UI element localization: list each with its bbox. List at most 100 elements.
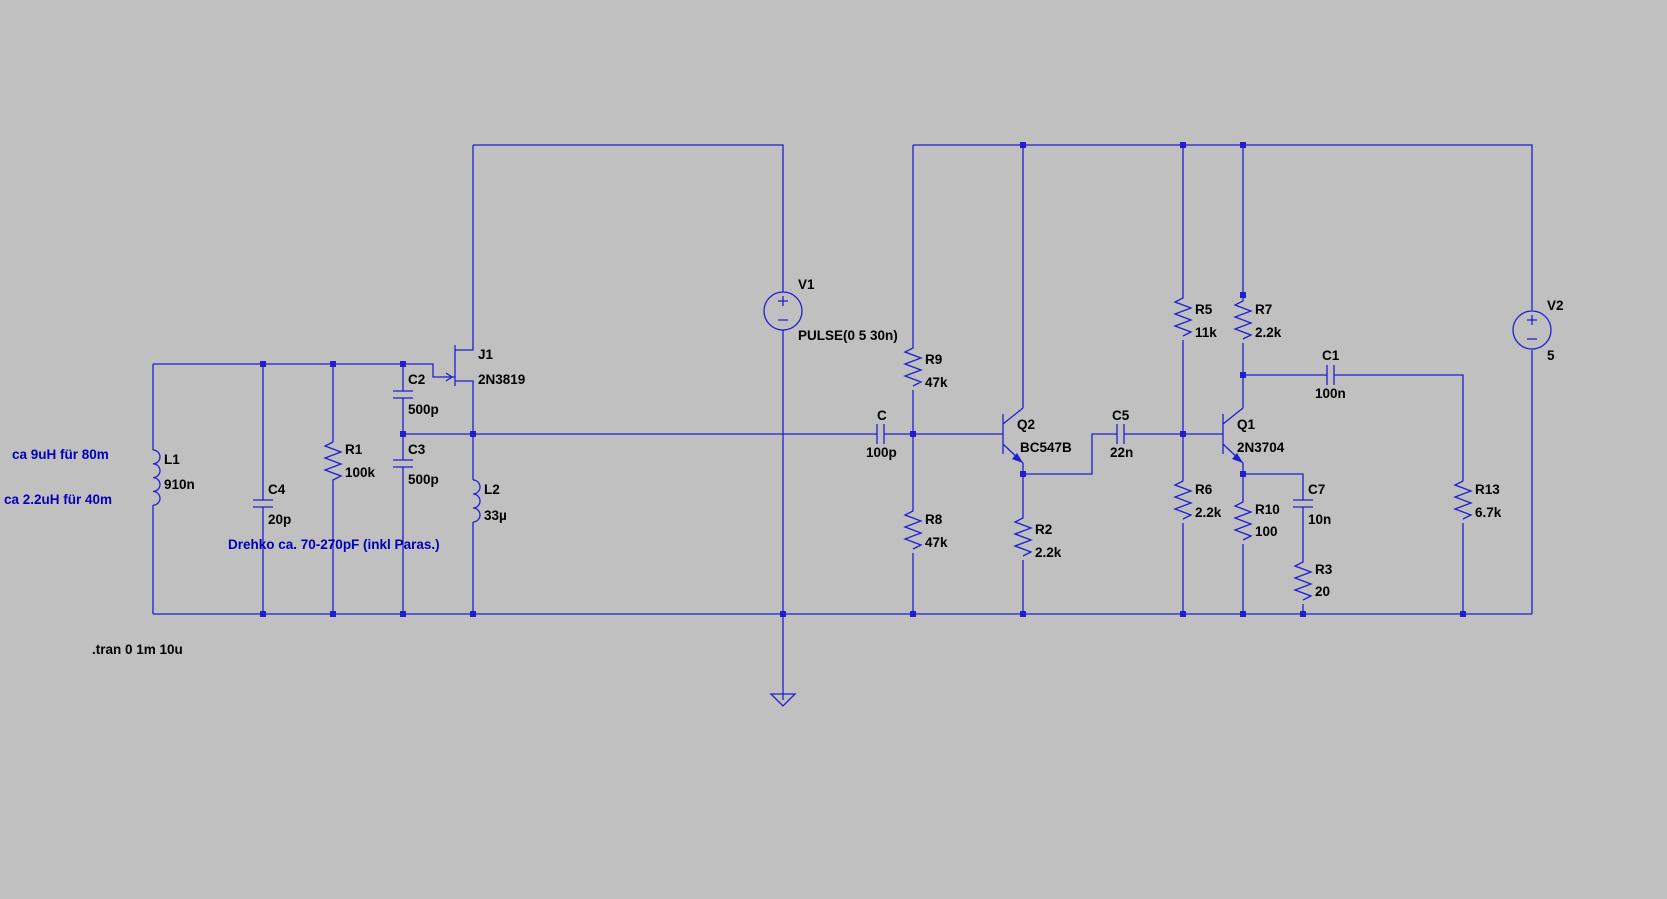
label-C1-value: 100n — [1315, 386, 1346, 401]
label-C7-value: 10n — [1308, 512, 1331, 527]
resistor-R13-symbol[interactable] — [1453, 475, 1473, 520]
label-R1-value: 100k — [345, 465, 376, 480]
junction-dot — [330, 361, 336, 367]
component-labels: L1 910n L2 33µ C4 20p R1 100k C2 500p C3… — [164, 277, 1564, 599]
label-R2-value: 2.2k — [1035, 545, 1062, 560]
label-R2-name: R2 — [1035, 522, 1052, 537]
label-V1-name: V1 — [798, 277, 815, 292]
label-R3-name: R3 — [1315, 562, 1333, 577]
label-C4-name: C4 — [268, 482, 286, 497]
spice-directive-tran: .tran 0 1m 10u — [92, 642, 183, 657]
label-R3-value: 20 — [1315, 584, 1330, 599]
label-Q1-value: 2N3704 — [1237, 440, 1285, 455]
junction-dot — [1240, 611, 1246, 617]
junction-dot — [1240, 142, 1246, 148]
wire — [1243, 473, 1304, 614]
label-C7-name: C7 — [1308, 482, 1325, 497]
label-R5-value: 11k — [1195, 325, 1217, 340]
label-C-value: 100p — [866, 445, 897, 460]
resistor-R8-symbol[interactable] — [903, 505, 923, 550]
label-R10-value: 100 — [1255, 524, 1278, 539]
label-R7-name: R7 — [1255, 302, 1272, 317]
annotations: ca 9uH für 80m ca 2.2uH für 40m Drehko c… — [4, 447, 440, 657]
label-J1-value: 2N3819 — [478, 372, 525, 387]
junction-dot — [1020, 471, 1026, 477]
wire — [472, 144, 784, 345]
label-Q2-name: Q2 — [1017, 417, 1035, 432]
junction-dot — [1240, 372, 1246, 378]
junction-dot — [400, 611, 406, 617]
wire — [1243, 374, 1464, 614]
label-C-name: C — [877, 408, 887, 423]
capacitor-C4-symbol[interactable] — [253, 499, 273, 508]
wire — [913, 144, 1533, 614]
jfet-J1-symbol[interactable] — [445, 345, 474, 386]
label-R6-value: 2.2k — [1195, 505, 1222, 520]
junction-dot — [260, 361, 266, 367]
label-R5-name: R5 — [1195, 302, 1213, 317]
capacitor-C-symbol[interactable] — [876, 424, 885, 444]
junction-dot — [780, 611, 786, 617]
label-C2-value: 500p — [408, 402, 439, 417]
junction-dot — [470, 431, 476, 437]
resistor-R1-symbol[interactable] — [323, 441, 343, 487]
wires — [152, 144, 1533, 700]
junction-dot — [1180, 431, 1186, 437]
wire — [403, 363, 445, 378]
resistor-R7-symbol[interactable] — [1233, 295, 1253, 340]
label-L1-name: L1 — [164, 452, 180, 467]
junction-dot — [1240, 471, 1246, 477]
label-C2-name: C2 — [408, 372, 425, 387]
resistor-R10-symbol[interactable] — [1233, 496, 1253, 541]
inductor-L1-symbol[interactable] — [152, 449, 161, 506]
bjt-Q2-symbol[interactable] — [987, 407, 1024, 464]
label-Q2-value: BC547B — [1020, 440, 1072, 455]
junction-dot — [400, 431, 406, 437]
label-L2-value: 33µ — [484, 508, 507, 523]
resistor-R5-symbol[interactable] — [1173, 292, 1193, 337]
capacitor-C2-symbol[interactable] — [393, 390, 413, 399]
note-80m: ca 9uH für 80m — [12, 447, 109, 462]
junction-dot — [260, 611, 266, 617]
label-R1-name: R1 — [345, 442, 363, 457]
label-C5-value: 22n — [1110, 445, 1133, 460]
label-J1-name: J1 — [478, 347, 494, 362]
inductor-L2-symbol[interactable] — [472, 479, 481, 523]
source-V1-symbol[interactable] — [763, 291, 803, 331]
junction-dot — [1020, 142, 1026, 148]
note-drehko: Drehko ca. 70-270pF (inkl Paras.) — [228, 537, 440, 552]
capacitor-C7-symbol[interactable] — [1293, 499, 1313, 508]
label-R6-name: R6 — [1195, 482, 1213, 497]
junction-dot — [400, 361, 406, 367]
capacitor-C5-symbol[interactable] — [1116, 424, 1125, 444]
resistor-R2-symbol[interactable] — [1013, 512, 1033, 557]
junctions — [260, 142, 1466, 617]
source-V2-symbol[interactable] — [1512, 310, 1552, 350]
label-R13-value: 6.7k — [1475, 505, 1502, 520]
label-R7-value: 2.2k — [1255, 325, 1282, 340]
junction-dot — [910, 611, 916, 617]
junction-dot — [470, 611, 476, 617]
label-V1-value: PULSE(0 5 30n) — [798, 328, 898, 343]
label-C3-name: C3 — [408, 442, 426, 457]
bjt-Q1-symbol[interactable] — [1213, 407, 1244, 464]
resistor-R9-symbol[interactable] — [903, 342, 923, 387]
label-R13-name: R13 — [1475, 482, 1500, 497]
capacitor-C3-symbol[interactable] — [393, 459, 413, 468]
resistor-R3-symbol[interactable] — [1293, 556, 1313, 601]
label-V2-value: 5 — [1547, 348, 1555, 363]
capacitor-C1-symbol[interactable] — [1326, 365, 1335, 385]
wire — [1023, 433, 1213, 475]
label-R10-name: R10 — [1255, 502, 1280, 517]
junction-dot — [1180, 142, 1186, 148]
label-Q1-name: Q1 — [1237, 417, 1256, 432]
junction-dot — [1460, 611, 1466, 617]
label-R9-name: R9 — [925, 352, 942, 367]
note-40m: ca 2.2uH für 40m — [4, 492, 112, 507]
label-R8-name: R8 — [925, 512, 943, 527]
label-V2-name: V2 — [1547, 298, 1564, 313]
label-C3-value: 500p — [408, 472, 439, 487]
label-L1-value: 910n — [164, 477, 195, 492]
resistor-R6-symbol[interactable] — [1173, 475, 1193, 520]
